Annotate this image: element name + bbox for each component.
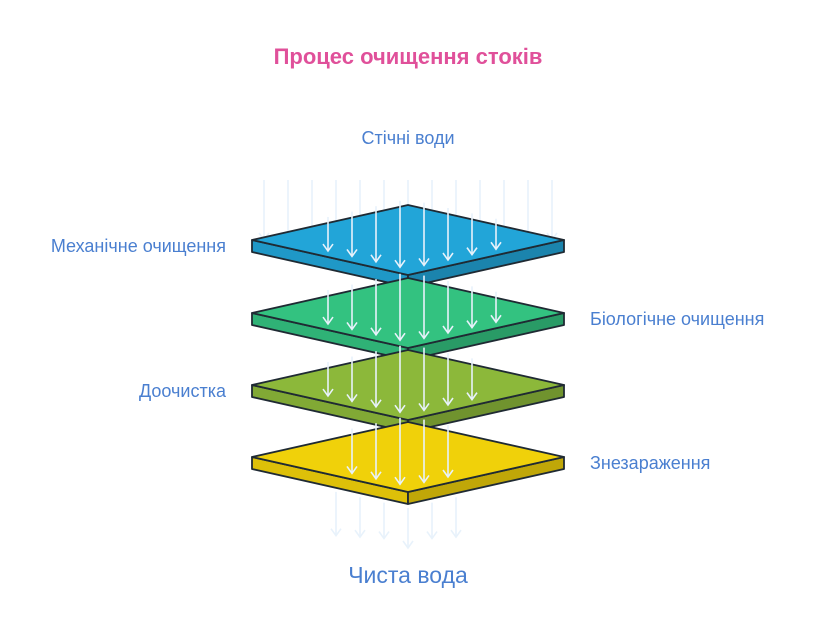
flow-arrow	[442, 352, 454, 407]
flow-arrow	[418, 275, 430, 340]
outgoing-arrow	[330, 491, 342, 538]
flow-arrow	[346, 428, 358, 475]
flow-arrow	[394, 417, 406, 486]
flow-arrow	[370, 206, 382, 264]
flow-arrow	[394, 200, 406, 269]
layer-mechanical	[251, 200, 565, 288]
flow-arrow	[490, 218, 502, 251]
layer-top	[251, 421, 565, 493]
flow-arrows	[322, 345, 478, 414]
incoming-arrow	[546, 180, 558, 242]
incoming-arrow	[258, 180, 270, 242]
flow-arrow	[394, 273, 406, 342]
flow-arrows	[346, 417, 454, 486]
flow-arrow	[322, 289, 334, 326]
layer-top	[251, 277, 565, 349]
flow-arrow	[370, 423, 382, 481]
outgoing-arrow	[426, 502, 438, 540]
stage-label-biological: Біологічне очищення	[590, 309, 765, 329]
outgoing-arrow	[450, 497, 462, 539]
outgoing-arrow	[402, 508, 414, 550]
outgoing-arrow	[378, 502, 390, 540]
flow-arrow	[466, 213, 478, 257]
flow-arrow	[442, 424, 454, 479]
diagram-title: Процес очищення стоків	[273, 44, 543, 69]
stage-label-post-treatment: Доочистка	[139, 381, 226, 401]
layer-post-treatment	[251, 345, 565, 433]
flow-arrow	[418, 347, 430, 412]
layer-top	[251, 349, 565, 421]
flow-arrow	[466, 286, 478, 330]
flow-arrow	[490, 291, 502, 324]
outgoing-arrows	[330, 491, 462, 550]
input-label: Стічні води	[361, 128, 455, 148]
flow-arrow	[322, 361, 334, 398]
flow-arrow	[442, 207, 454, 262]
output-label: Чиста вода	[348, 562, 468, 588]
layer-top	[251, 204, 565, 276]
flow-arrow	[466, 358, 478, 402]
flow-arrows	[322, 200, 502, 269]
stage-label-disinfection: Знезараження	[590, 453, 711, 473]
flow-arrow	[370, 279, 382, 337]
layer-biological	[251, 273, 565, 361]
flow-arrow	[418, 419, 430, 484]
flow-arrow	[346, 356, 358, 403]
outgoing-arrow	[354, 497, 366, 539]
flow-arrow	[394, 345, 406, 414]
flow-arrow	[346, 284, 358, 331]
flow-arrow	[346, 211, 358, 258]
stage-label-mechanical: Механічне очищення	[50, 236, 226, 256]
flow-arrow	[442, 280, 454, 335]
flow-arrows	[322, 273, 502, 342]
flow-arrow	[370, 351, 382, 409]
flow-arrow	[418, 202, 430, 267]
layer-disinfection	[251, 417, 565, 505]
flow-arrow	[322, 216, 334, 253]
